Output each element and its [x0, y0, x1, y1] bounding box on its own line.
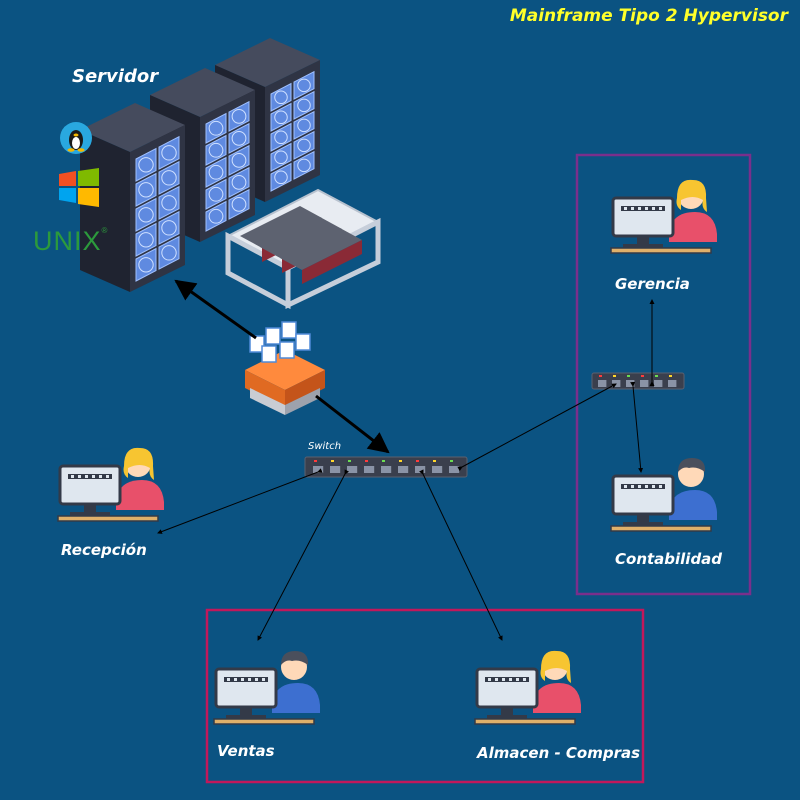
workstation-ventas	[213, 651, 320, 725]
link-hypervisor-server	[174, 279, 257, 340]
node-label-recepcion: Recepción	[61, 541, 147, 559]
link-switch-almacen	[419, 469, 503, 641]
hypervisor-box	[245, 321, 325, 415]
node-label-contabilidad: Contabilidad	[615, 550, 723, 568]
workstation-gerencia	[610, 179, 717, 254]
link-switch-recepcion	[157, 468, 323, 534]
linux-tux-icon	[60, 122, 92, 154]
workstation-almacen	[474, 650, 581, 725]
workstation-contabilidad	[610, 458, 717, 532]
windows-logo-icon	[59, 168, 99, 207]
link-subswitch-contabilidad	[630, 381, 644, 473]
gpu-rig	[225, 188, 381, 310]
link-switch-ventas	[257, 469, 350, 641]
node-label-almacen: Almacen - Compras	[477, 744, 641, 762]
node-label-gerencia: Gerencia	[615, 275, 690, 293]
admin-group-box	[575, 153, 752, 596]
node-label-ventas: Ventas	[217, 742, 275, 760]
server-fans	[135, 70, 315, 282]
link-switch-subswitch	[457, 383, 617, 472]
workstation-recepcion	[57, 447, 164, 522]
server-racks	[80, 38, 320, 292]
connections	[157, 279, 655, 641]
workstations	[57, 179, 717, 725]
server-label: Servidor	[72, 66, 159, 87]
diagram-title: Mainframe Tipo 2 Hypervisor	[509, 6, 788, 26]
link-hypervisor-switch	[315, 394, 390, 454]
main-switch	[304, 456, 468, 478]
secondary-switch	[591, 372, 685, 390]
switch-label: Switch	[308, 441, 342, 452]
unix-logo-text: UNIX	[33, 226, 102, 256]
gpu-cards	[240, 206, 362, 284]
unix-logo: UNIX®	[33, 226, 109, 256]
